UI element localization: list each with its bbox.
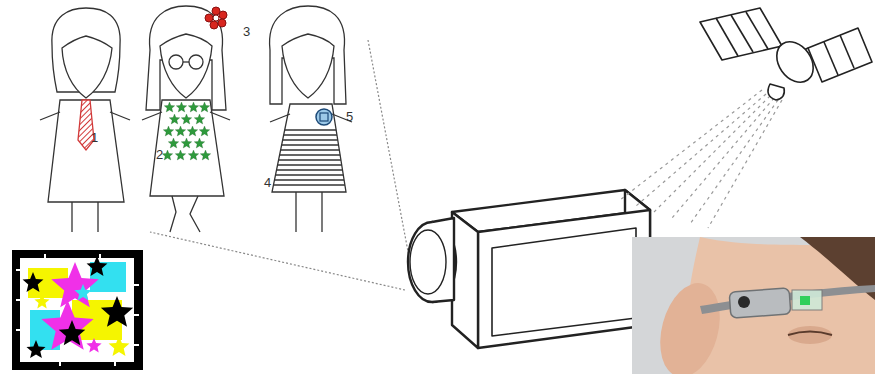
satellite <box>700 8 872 100</box>
callout-number: 2 <box>156 148 163 162</box>
flower-accessory <box>205 7 227 29</box>
callout-number: 3 <box>243 25 250 39</box>
camera <box>408 190 650 348</box>
smart-glasses-photo <box>632 237 875 374</box>
person-figure <box>40 8 130 232</box>
callout-number: 1 <box>91 131 98 145</box>
callout-number: 5 <box>346 110 353 124</box>
person-figure <box>142 6 230 232</box>
fiducial-marker <box>12 250 143 370</box>
person-figure <box>270 6 352 232</box>
striped-dress <box>260 130 360 185</box>
signal-rays <box>620 90 782 228</box>
badge <box>316 109 332 125</box>
star-pattern-dress <box>162 102 210 160</box>
callout-number: 4 <box>264 176 271 190</box>
